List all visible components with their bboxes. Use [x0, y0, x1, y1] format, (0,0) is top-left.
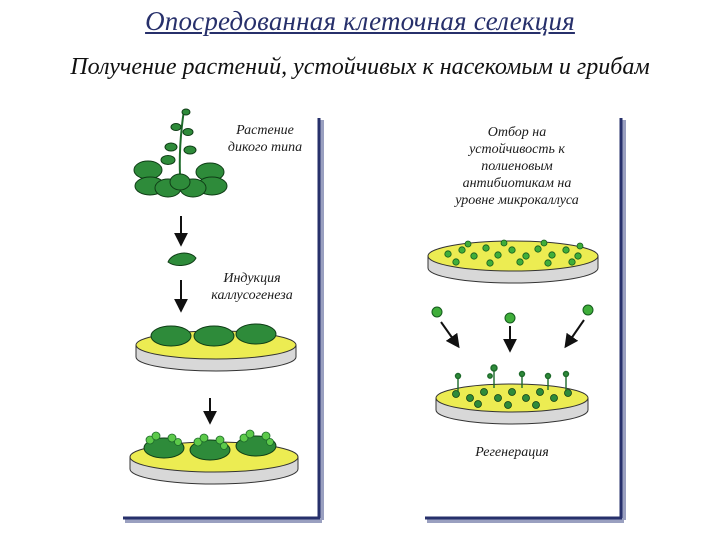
selection-label-line4: антибиотикам на: [462, 176, 572, 191]
dish-callus: [129, 429, 299, 485]
left-panel-frame: [123, 118, 324, 523]
arrow-callus-1: [440, 321, 460, 349]
selection-label-line5: уровне микрокаллуса: [455, 193, 579, 208]
wild-plant-illustration: [133, 108, 228, 198]
selection-label-line1: Отбор на: [487, 125, 547, 140]
right-panel-frame: [425, 118, 626, 523]
explant-leaf: [167, 252, 197, 266]
dish-microcallus: [427, 239, 599, 284]
induction-label-line1: Индукция: [223, 271, 281, 286]
induction-label: Индукция каллусогенеза: [194, 270, 310, 304]
page-subtitle: Получение растений, устойчивых к насеком…: [70, 54, 650, 80]
wild-plant-label: Растение дикого типа: [210, 122, 320, 156]
selection-label-line3: полиеновым: [481, 159, 553, 174]
selected-calli: [431, 304, 594, 324]
page-title: Опосредованная клеточная селекция: [145, 6, 575, 36]
wild-plant-label-line1: Растение: [236, 123, 294, 138]
selection-label: Отбор на устойчивость к полиеновым антиб…: [424, 124, 610, 209]
selection-label-line2: устойчивость к: [469, 142, 565, 157]
arrow-callus-3: [564, 319, 585, 349]
wild-plant-label-line2: дикого типа: [227, 140, 303, 155]
induction-label-line2: каллусогенеза: [211, 288, 293, 303]
dish-explants: [135, 323, 297, 372]
dish-regeneration: [435, 364, 589, 425]
regeneration-label: Регенерация: [475, 445, 549, 460]
